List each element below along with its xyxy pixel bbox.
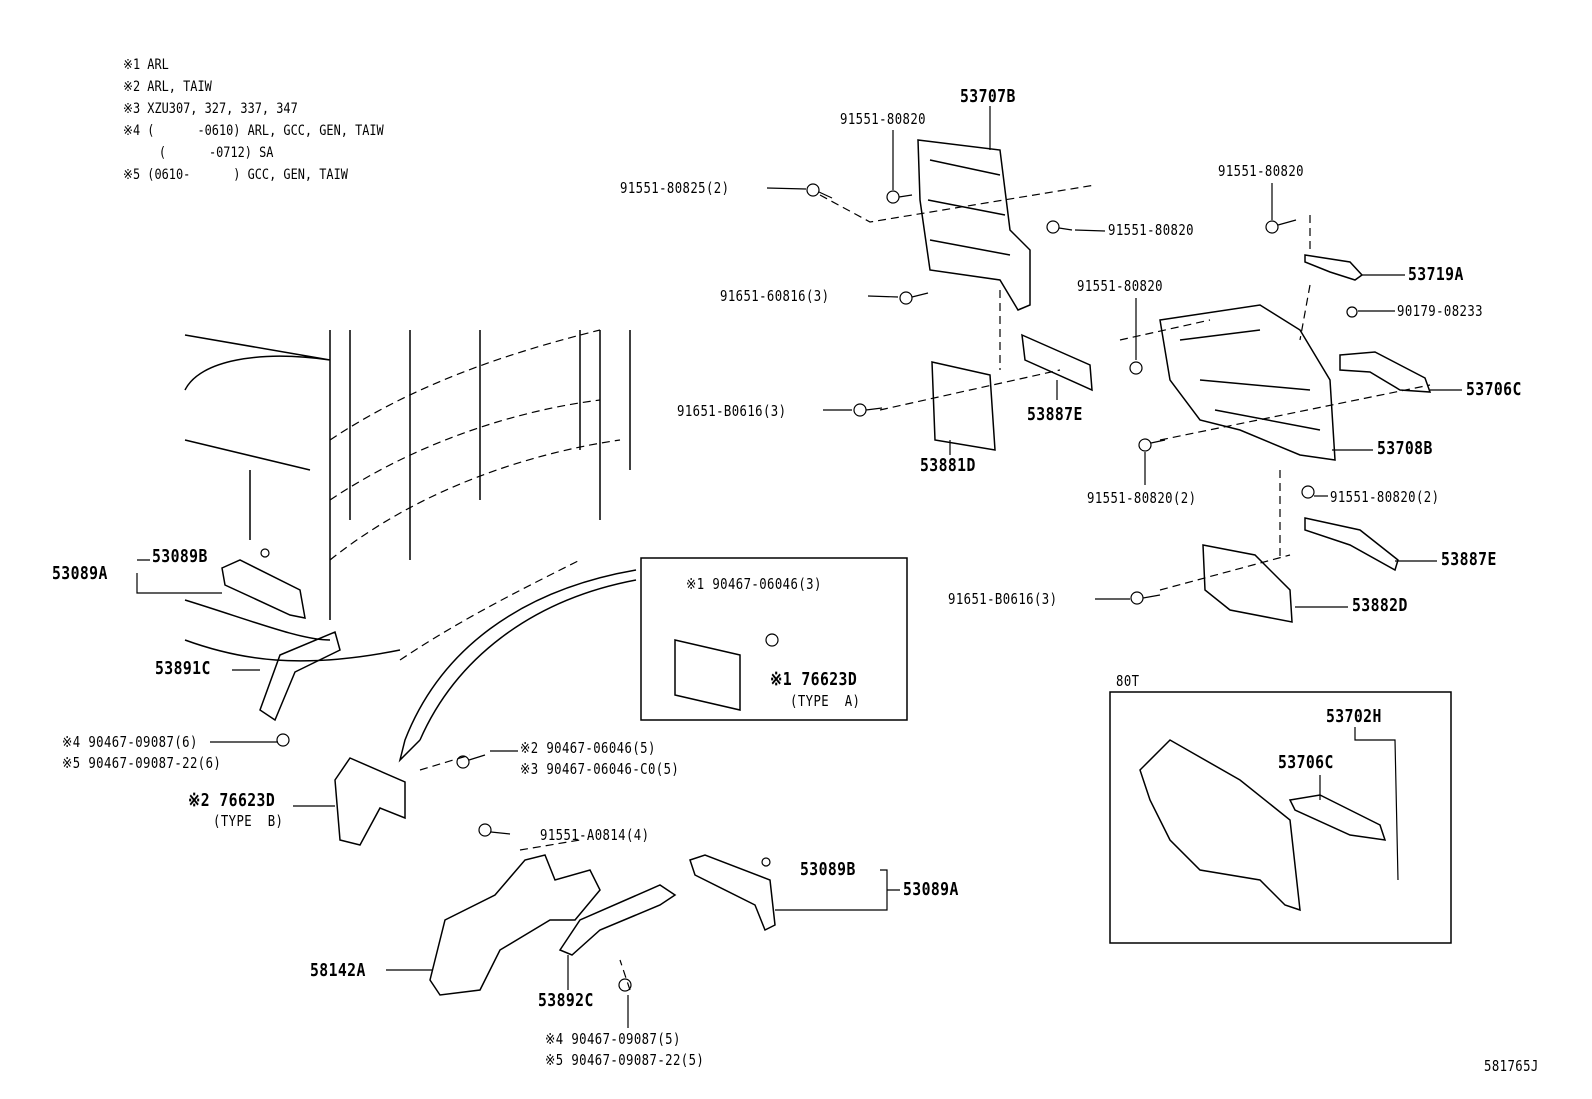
part-53706C-80t	[1288, 794, 1387, 841]
part-label: 91651-B0616(3)	[948, 590, 1058, 608]
part-label: 53882D	[1352, 595, 1408, 616]
part-label: ※1 76623D	[770, 669, 858, 690]
part-76623D-typeB	[334, 757, 406, 846]
part-53707B	[917, 139, 1031, 311]
part-58142A	[429, 854, 601, 996]
part-label: ※5 90467-09087-22(5)	[545, 1051, 705, 1069]
part-label: 91551-80820(2)	[1087, 489, 1197, 507]
part-53891C	[259, 630, 341, 722]
part-label: 53089B	[152, 546, 208, 567]
part-label: 53891C	[155, 658, 211, 679]
part-53708B	[1159, 304, 1336, 461]
part-label: 53089A	[52, 563, 108, 584]
part-label: 91551-80825(2)	[620, 179, 730, 197]
part-label: 53892C	[538, 990, 594, 1011]
part-label: 53706C	[1278, 752, 1334, 773]
part-53881D	[931, 361, 996, 451]
part-shapes	[221, 139, 1432, 996]
part-53089A-right	[689, 854, 776, 932]
part-label: ※3 90467-06046-C0(5)	[520, 760, 680, 778]
direction-arrow	[398, 569, 637, 763]
part-label: 91651-B0616(3)	[677, 402, 787, 420]
legend-line-6: ※5 (0610- ) GCC, GEN, TAIW	[123, 167, 348, 183]
part-label: ※5 90467-09087-22(6)	[62, 754, 222, 772]
part-53887E	[1021, 333, 1093, 392]
vehicle-body-outline	[184, 330, 631, 662]
part-type-label: (TYPE A)	[790, 692, 861, 710]
part-53089A-left	[221, 559, 306, 619]
part-label: 91551-80820(2)	[1330, 488, 1440, 506]
part-label: ※2 90467-06046(5)	[520, 739, 656, 757]
part-label: 53702H	[1326, 706, 1382, 727]
part-label: 91551-80820	[840, 110, 926, 128]
part-label: 90179-08233	[1397, 302, 1483, 320]
diagram-id: 581765J	[1484, 1057, 1539, 1075]
part-label: ※4 90467-09087(5)	[545, 1030, 681, 1048]
legend-line-5: ( -0712) SA	[123, 145, 274, 161]
part-53892C	[558, 884, 677, 956]
part-53887E-2	[1304, 517, 1399, 572]
part-label: 53881D	[920, 455, 976, 476]
part-53706C	[1339, 351, 1432, 393]
part-label: ※2 76623D	[188, 790, 276, 811]
part-label: 53707B	[960, 86, 1016, 107]
part-53702H	[1139, 739, 1301, 912]
part-label: 53887E	[1441, 549, 1497, 570]
part-label: 91551-80820	[1218, 162, 1304, 180]
legend-line-4: ※4 ( -0610) ARL, GCC, GEN, TAIW	[123, 123, 384, 139]
part-label: 91651-60816(3)	[720, 287, 830, 305]
part-label: 91551-80820	[1108, 221, 1194, 239]
part-label: 58142A	[310, 960, 366, 981]
part-label: 53706C	[1466, 379, 1522, 400]
part-label: 53887E	[1027, 404, 1083, 425]
part-label: 53089A	[903, 879, 959, 900]
part-label: 53708B	[1377, 438, 1433, 459]
part-label: ※1 90467-06046(3)	[686, 575, 822, 593]
part-label: 53719A	[1408, 264, 1464, 285]
callout-title-80t: 80T	[1116, 672, 1140, 690]
part-label: ※4 90467-09087(6)	[62, 733, 198, 751]
leader-lines	[136, 106, 1462, 1028]
part-label: 91551-80820	[1077, 277, 1163, 295]
callout-box-80t	[1109, 691, 1452, 944]
legend-line-2: ※2 ARL, TAIW	[123, 79, 212, 95]
part-53882D	[1202, 544, 1293, 623]
callout-box-type-a	[640, 557, 908, 721]
part-type-label: (TYPE B)	[213, 812, 284, 830]
part-label: 91551-A0814(4)	[540, 826, 650, 844]
dashed-lines	[329, 184, 1431, 991]
part-53719A	[1304, 254, 1364, 281]
fasteners	[260, 183, 1358, 992]
legend-line-3: ※3 XZU307, 327, 337, 347	[123, 101, 298, 117]
legend-line-1: ※1 ARL	[123, 57, 169, 73]
part-label: 53089B	[800, 859, 856, 880]
